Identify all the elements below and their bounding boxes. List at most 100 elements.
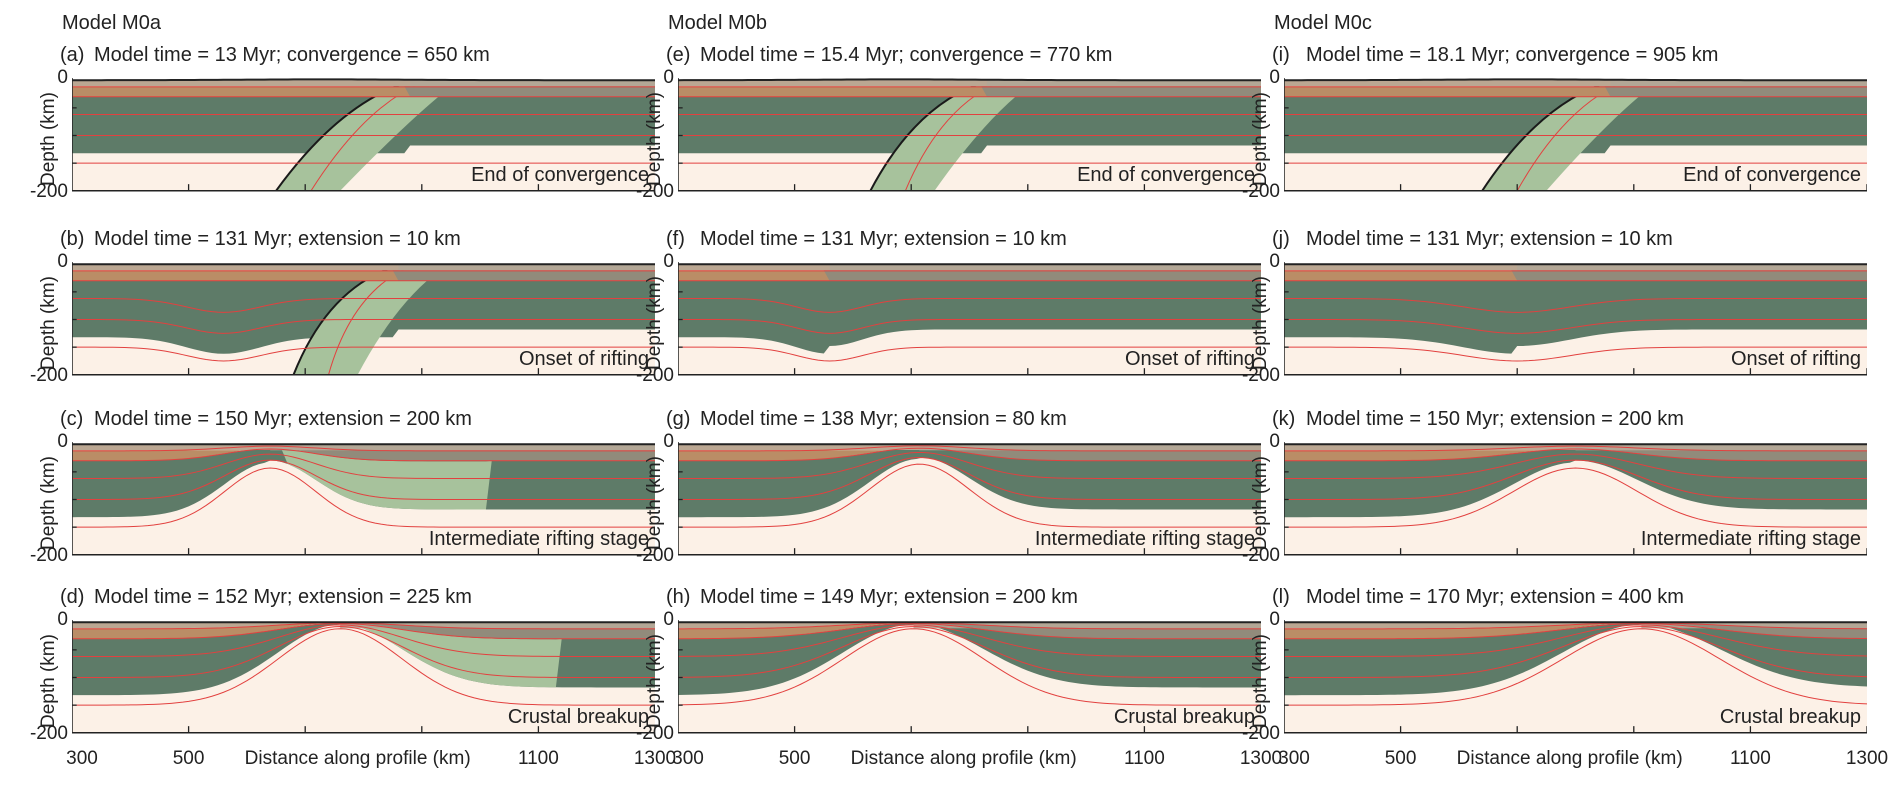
panel-title: (f)Model time = 131 Myr; extension = 10 … xyxy=(666,228,1067,251)
upper-crust-right-plate xyxy=(913,622,1261,629)
lithospheric-mantle xyxy=(678,450,1261,518)
panel-letter: (l) xyxy=(1272,586,1290,608)
lower-crust-right-plate xyxy=(1284,450,1867,461)
y-tick-label-200: -200 xyxy=(1241,365,1280,386)
panel-letter: (b) xyxy=(60,228,85,250)
panel-caption: Model time = 149 Myr; extension = 200 km xyxy=(700,586,1078,608)
y-axis-label: Depth (km) xyxy=(38,92,59,186)
isotherm xyxy=(678,298,1261,312)
model-panel: Intermediate rifting stage xyxy=(72,442,655,557)
isotherm xyxy=(678,624,1261,639)
lower-crust-right-plate xyxy=(72,270,655,281)
y-tick-label-0: 0 xyxy=(57,251,68,272)
y-axis-label: Depth (km) xyxy=(1250,456,1271,550)
x-tick-label: 1100 xyxy=(1729,748,1771,769)
y-tick-label-200: -200 xyxy=(1241,545,1280,566)
stage-label: Intermediate rifting stage xyxy=(1640,528,1861,550)
y-tick-label-0: 0 xyxy=(1269,609,1280,630)
isotherm xyxy=(72,627,655,678)
isotherm xyxy=(1284,629,1867,705)
model-cross-section xyxy=(678,620,1261,735)
panel-letter: (d) xyxy=(60,586,85,608)
y-axis-label: Depth (km) xyxy=(38,456,59,550)
stage-label: End of convergence xyxy=(471,164,649,186)
y-tick-label-200: -200 xyxy=(635,181,674,202)
panel-title: (i)Model time = 18.1 Myr; convergence = … xyxy=(1272,44,1718,67)
panel-title: (l)Model time = 170 Myr; extension = 400… xyxy=(1272,586,1684,609)
panel-letter: (g) xyxy=(666,408,691,430)
x-tick-label: 1300 xyxy=(1845,748,1889,769)
topography-line xyxy=(678,79,1261,80)
isotherm xyxy=(72,629,655,705)
x-axis-label: Distance along profile (km) xyxy=(1456,748,1683,769)
x-tick-label: 300 xyxy=(66,748,98,769)
y-tick-label-0: 0 xyxy=(663,431,674,452)
model-cross-section xyxy=(678,78,1261,193)
model-cross-section xyxy=(72,262,655,377)
model-cross-section xyxy=(678,442,1261,557)
upper-crust-right-plate xyxy=(829,264,1261,271)
model-cross-section xyxy=(72,78,655,193)
y-tick-label-200: -200 xyxy=(635,723,674,744)
panel-title: (k)Model time = 150 Myr; extension = 200… xyxy=(1272,408,1684,431)
upper-crust-right-plate xyxy=(410,80,655,87)
y-tick-label-0: 0 xyxy=(663,67,674,88)
model-cross-section xyxy=(678,262,1261,377)
model-title: Model M0c xyxy=(1274,12,1372,34)
model-panel: Onset of rifting xyxy=(678,262,1261,377)
isotherm xyxy=(678,464,1261,527)
model-panel: End of convergence xyxy=(72,78,655,193)
model-cross-section xyxy=(72,442,655,557)
y-tick-label-200: -200 xyxy=(29,365,68,386)
panel-title: (g)Model time = 138 Myr; extension = 80 … xyxy=(666,408,1067,431)
lower-crust-right-plate xyxy=(72,623,655,639)
model-panel: Onset of rifting xyxy=(1284,262,1867,377)
panel-caption: Model time = 150 Myr; extension = 200 km xyxy=(94,408,472,430)
stage-label: End of convergence xyxy=(1683,164,1861,186)
x-axis-label: Distance along profile (km) xyxy=(850,748,1077,769)
panel-letter: (f) xyxy=(666,228,685,250)
isotherm xyxy=(72,454,655,478)
model-cross-section xyxy=(1284,262,1867,377)
model-panel: Intermediate rifting stage xyxy=(1284,442,1867,557)
model-panel: End of convergence xyxy=(678,78,1261,193)
panel-letter: (k) xyxy=(1272,408,1296,430)
lower-crust-right-plate xyxy=(72,86,655,97)
lower-crust-right-plate xyxy=(1284,270,1867,281)
upper-crust-right-plate xyxy=(1575,444,1867,451)
isotherm xyxy=(1284,298,1867,312)
isotherm xyxy=(72,449,655,461)
panel-title: (h)Model time = 149 Myr; extension = 200… xyxy=(666,586,1078,609)
y-tick-label-0: 0 xyxy=(1269,251,1280,272)
y-tick-label-200: -200 xyxy=(635,365,674,386)
panel-caption: Model time = 13 Myr; convergence = 650 k… xyxy=(94,44,490,66)
isotherm xyxy=(1284,468,1867,527)
lithospheric-mantle xyxy=(1284,280,1867,354)
isotherm xyxy=(72,625,655,657)
isotherm xyxy=(1284,449,1867,461)
isotherm xyxy=(1284,625,1867,657)
isotherm xyxy=(678,625,1261,657)
isotherm xyxy=(678,452,1261,478)
panel-title: (c)Model time = 150 Myr; extension = 200… xyxy=(60,408,472,431)
model-panel: Onset of rifting xyxy=(72,262,655,377)
model-panel: Crustal breakup xyxy=(1284,620,1867,735)
y-tick-label-200: -200 xyxy=(29,181,68,202)
stage-label: Intermediate rifting stage xyxy=(428,528,649,550)
panel-letter: (a) xyxy=(60,44,85,66)
isotherm xyxy=(1284,320,1867,334)
y-tick-label-200: -200 xyxy=(29,723,68,744)
y-tick-label-0: 0 xyxy=(57,67,68,88)
lower-crust-right-plate xyxy=(1284,86,1867,97)
lithospheric-mantle xyxy=(1284,450,1867,518)
panel-caption: Model time = 131 Myr; extension = 10 km xyxy=(94,228,461,250)
isotherm xyxy=(72,446,655,451)
stage-label: Onset of rifting xyxy=(518,348,649,370)
isotherm xyxy=(1284,460,1867,499)
stage-label: Onset of rifting xyxy=(1730,348,1861,370)
x-tick-label: 1300 xyxy=(1239,748,1283,769)
y-axis-label: Depth (km) xyxy=(1250,276,1271,370)
y-axis-label: Depth (km) xyxy=(644,92,665,186)
isotherm xyxy=(678,320,1261,334)
isotherm xyxy=(678,446,1261,451)
